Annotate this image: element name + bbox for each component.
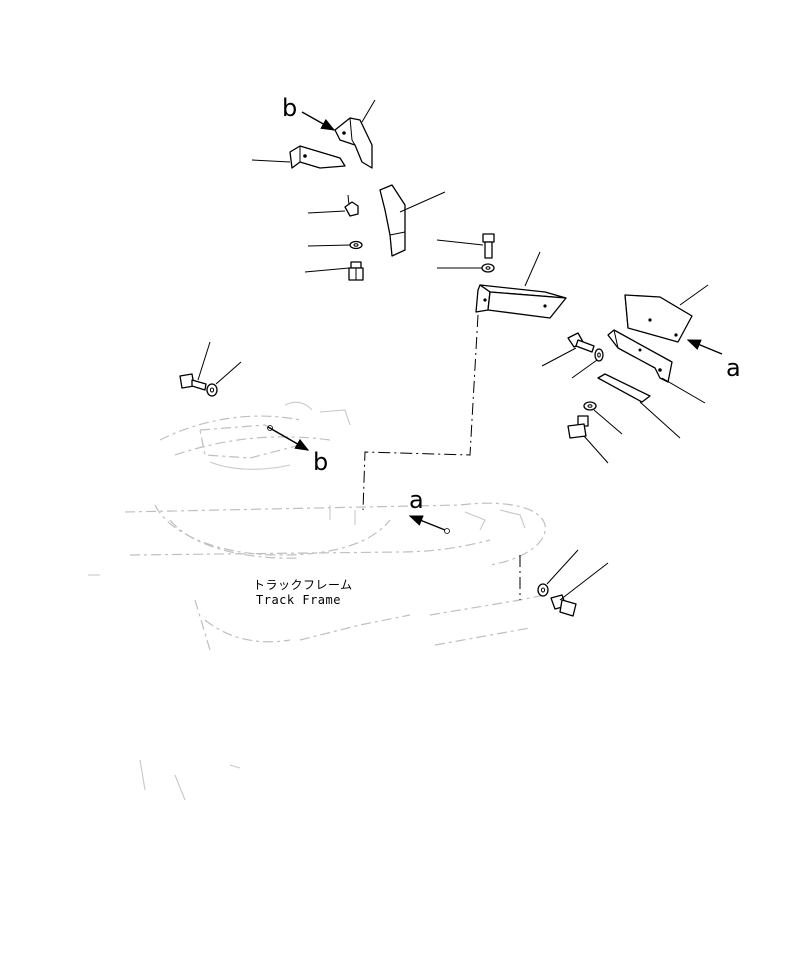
bolt-3 bbox=[541, 332, 595, 367]
callout-a-right: a bbox=[726, 354, 741, 382]
cover-box-a bbox=[624, 284, 709, 343]
bolt-2 bbox=[436, 233, 495, 259]
bracket-a bbox=[607, 329, 706, 404]
washer-6 bbox=[537, 549, 579, 597]
washer-1 bbox=[307, 240, 363, 250]
cover-bracket-b bbox=[334, 99, 376, 169]
bolt-5 bbox=[179, 341, 211, 391]
arrow-a-frame bbox=[408, 515, 450, 534]
callout-b-top: b bbox=[282, 94, 297, 122]
callout-b-frame: b bbox=[313, 448, 328, 476]
bolt-6 bbox=[550, 562, 609, 617]
shim-plate bbox=[597, 373, 681, 439]
washer-2 bbox=[437, 263, 495, 273]
bolt-4 bbox=[567, 415, 609, 464]
bolt-1 bbox=[304, 261, 364, 281]
cover-vertical bbox=[379, 184, 446, 257]
centre-lines bbox=[347, 194, 521, 600]
callout-a-frame: a bbox=[409, 486, 424, 514]
clip bbox=[307, 201, 359, 217]
bracket-small-b bbox=[251, 145, 346, 169]
arrow-b-top bbox=[301, 111, 336, 131]
washer-5 bbox=[206, 361, 242, 397]
washer-3 bbox=[571, 348, 604, 379]
arrow-a-right bbox=[686, 339, 723, 355]
track-frame-label-jp: トラックフレーム bbox=[253, 578, 353, 592]
track-frame-label-en: Track Frame bbox=[256, 593, 341, 607]
arrow-b-frame bbox=[267, 425, 310, 451]
angle-cover-mid bbox=[475, 251, 567, 319]
washer-4 bbox=[583, 401, 623, 435]
